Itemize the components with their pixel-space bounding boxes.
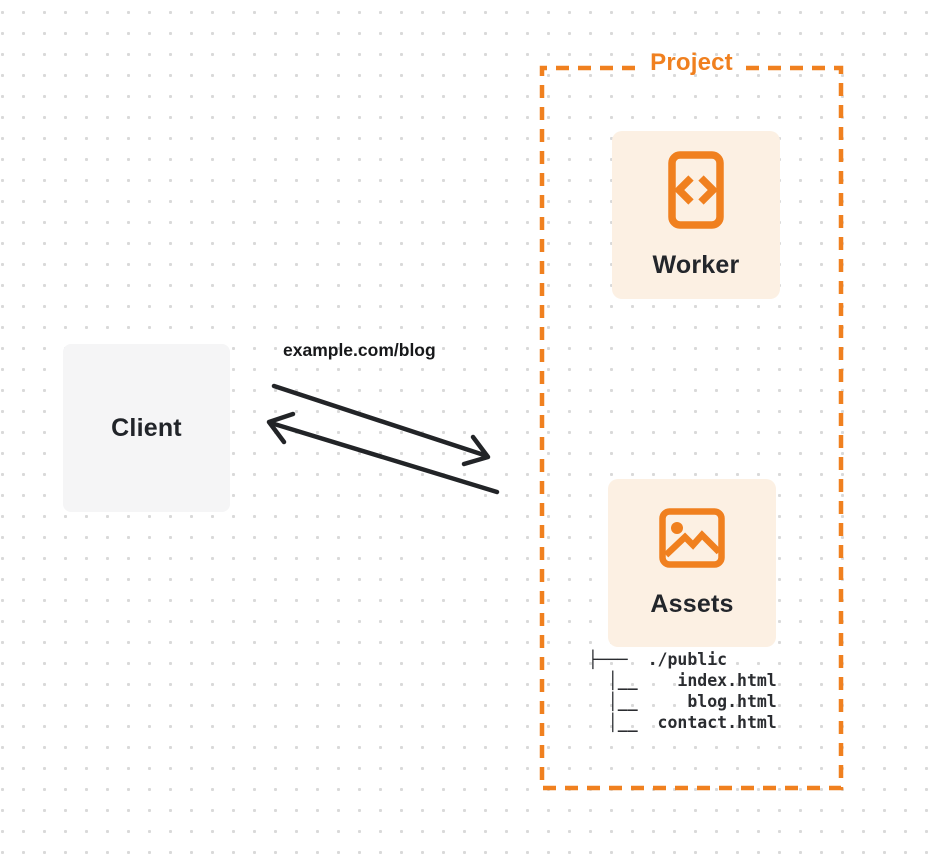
worker-card: Worker: [612, 131, 780, 299]
worker-label: Worker: [652, 250, 740, 279]
request-url-label: example.com/blog: [283, 340, 436, 360]
request-arrow: [271, 383, 491, 467]
image-icon: [659, 507, 725, 568]
assets-label: Assets: [650, 589, 734, 618]
code-document-icon: [668, 150, 724, 229]
response-arrow: [266, 411, 500, 495]
client-box: Client: [63, 344, 230, 512]
assets-card: Assets: [608, 479, 776, 647]
assets-file-tree: ├─── ./public │__ index.html │__ blog.ht…: [588, 650, 777, 732]
client-label: Client: [111, 413, 182, 442]
project-title: Project: [650, 49, 733, 76]
